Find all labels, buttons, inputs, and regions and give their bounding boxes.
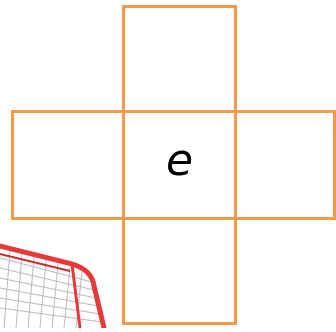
cross-cell-left[interactable] — [11, 110, 127, 220]
center-letter: e — [125, 139, 234, 183]
hockey-goal-icon — [0, 224, 110, 328]
cross-cell-bottom[interactable] — [122, 215, 237, 325]
cross-cell-center[interactable]: e — [122, 110, 237, 220]
cross-cell-top[interactable] — [122, 5, 237, 115]
cross-cell-right[interactable] — [232, 110, 336, 220]
